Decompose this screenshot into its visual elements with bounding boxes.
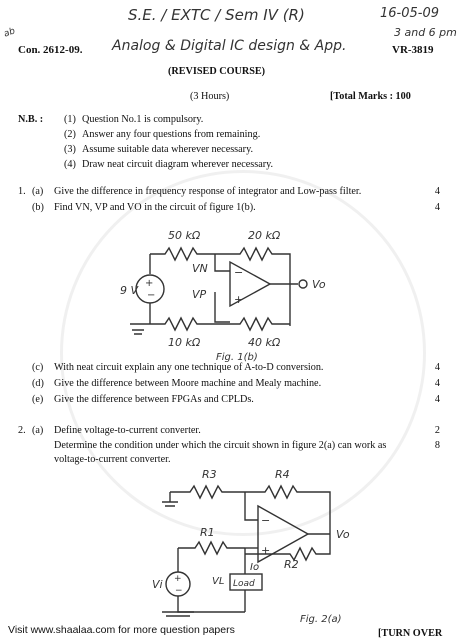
q1b-label: (b)	[32, 202, 44, 213]
fig1-vp: VP	[192, 288, 207, 301]
svg-text:−: −	[147, 290, 155, 301]
nb-num-4: (4)	[64, 159, 76, 170]
q1c-marks: 4	[434, 362, 440, 373]
handwritten-course: S.E. / EXTC / Sem IV (R)	[128, 6, 305, 24]
handwritten-date: 16-05-09	[380, 6, 440, 21]
fig2-vo: Vo	[336, 528, 350, 541]
footer-visit-text: Visit www.shaalaa.com for more question …	[8, 624, 235, 636]
q2-number: 2.	[18, 425, 26, 436]
fig1-r1: 50 kΩ	[168, 229, 201, 242]
figure-1b-circuit: + − − + 50 kΩ 20 kΩ 9 V VN VP Vo 10 kΩ 4…	[120, 229, 326, 363]
nb-num-2: (2)	[64, 129, 76, 140]
watermark-circle	[60, 170, 426, 536]
q2a2-line1: Determine the condition under which the …	[54, 440, 387, 451]
q1b-text: Find VN, VP and VO in the circuit of fig…	[54, 202, 256, 213]
fig2-vi: Vi	[152, 578, 163, 591]
nb-item-1: Question No.1 is compulsory.	[82, 114, 204, 125]
paper-code: VR-3819	[392, 44, 434, 56]
total-marks: [Total Marks : 100	[330, 91, 411, 102]
fig1-vn: VN	[192, 262, 208, 275]
nb-num-1: (1)	[64, 114, 76, 125]
fig1-r3: 10 kΩ	[168, 336, 201, 349]
nb-item-2: Answer any four questions from remaining…	[82, 129, 261, 140]
handwritten-time: 3 and 6 pm	[394, 26, 457, 39]
corner-mark: ab	[2, 26, 17, 40]
q1e-label: (e)	[32, 394, 44, 405]
q2a2-marks: 8	[434, 440, 440, 451]
nb-item-4: Draw neat circuit diagram wherever neces…	[82, 159, 274, 170]
nb-label: N.B. :	[18, 114, 44, 125]
q1e-text: Give the difference between FPGAs and CP…	[54, 394, 254, 405]
svg-text:+: +	[261, 544, 270, 557]
fig2-r1: R1	[200, 526, 215, 539]
nb-num-3: (3)	[64, 144, 76, 155]
fig2-vl: VL	[212, 576, 224, 587]
q1c-text: With neat circuit explain any one techni…	[54, 362, 324, 373]
svg-text:+: +	[234, 293, 243, 306]
q1a-marks: 4	[434, 186, 440, 197]
fig1-caption: Fig. 1(b)	[216, 352, 258, 363]
fig1-r4: 40 kΩ	[248, 336, 281, 349]
svg-text:−: −	[175, 586, 183, 596]
con-number: Con. 2612-09.	[18, 44, 83, 56]
q1c-label: (c)	[32, 362, 44, 373]
q2a2-line2: voltage-to-current converter.	[54, 454, 171, 465]
turn-over: [TURN OVER	[378, 628, 443, 639]
fig2-r3: R3	[202, 468, 217, 481]
q2a-label: (a)	[32, 425, 44, 436]
svg-text:−: −	[261, 514, 270, 527]
subject-handwritten: Analog & Digital IC design & App.	[112, 38, 347, 54]
fig1-vo: Vo	[312, 278, 326, 291]
q1d-label: (d)	[32, 378, 44, 389]
q1b-marks: 4	[434, 202, 440, 213]
figure-2a-circuit: + − − + R3 R4 R1 R2 Vo Vi VL Io Load Fig…	[152, 468, 350, 625]
svg-text:+: +	[174, 574, 182, 584]
fig2-load: Load	[233, 579, 255, 589]
course-title: (REVISED COURSE)	[168, 66, 266, 77]
q1d-text: Give the difference between Moore machin…	[54, 378, 322, 389]
q1d-marks: 4	[434, 378, 440, 389]
duration: (3 Hours)	[190, 91, 230, 102]
fig1-source: 9 V	[120, 284, 139, 297]
fig1-r2: 20 kΩ	[248, 229, 281, 242]
q1a-label: (a)	[32, 186, 44, 197]
q1a-text: Give the difference in frequency respons…	[54, 186, 362, 197]
fig2-r2: R2	[284, 558, 299, 571]
nb-item-3: Assume suitable data wherever necessary.	[82, 144, 254, 155]
q2a-marks: 2	[434, 425, 440, 436]
fig2-io: Io	[250, 562, 259, 573]
svg-text:−: −	[234, 266, 243, 279]
fig2-caption: Fig. 2(a)	[300, 614, 342, 625]
q1-number: 1.	[18, 186, 26, 197]
q1e-marks: 4	[434, 394, 440, 405]
svg-text:+: +	[145, 278, 153, 289]
q2a-text: Define voltage-to-current converter.	[54, 425, 201, 436]
fig2-r4: R4	[275, 468, 290, 481]
